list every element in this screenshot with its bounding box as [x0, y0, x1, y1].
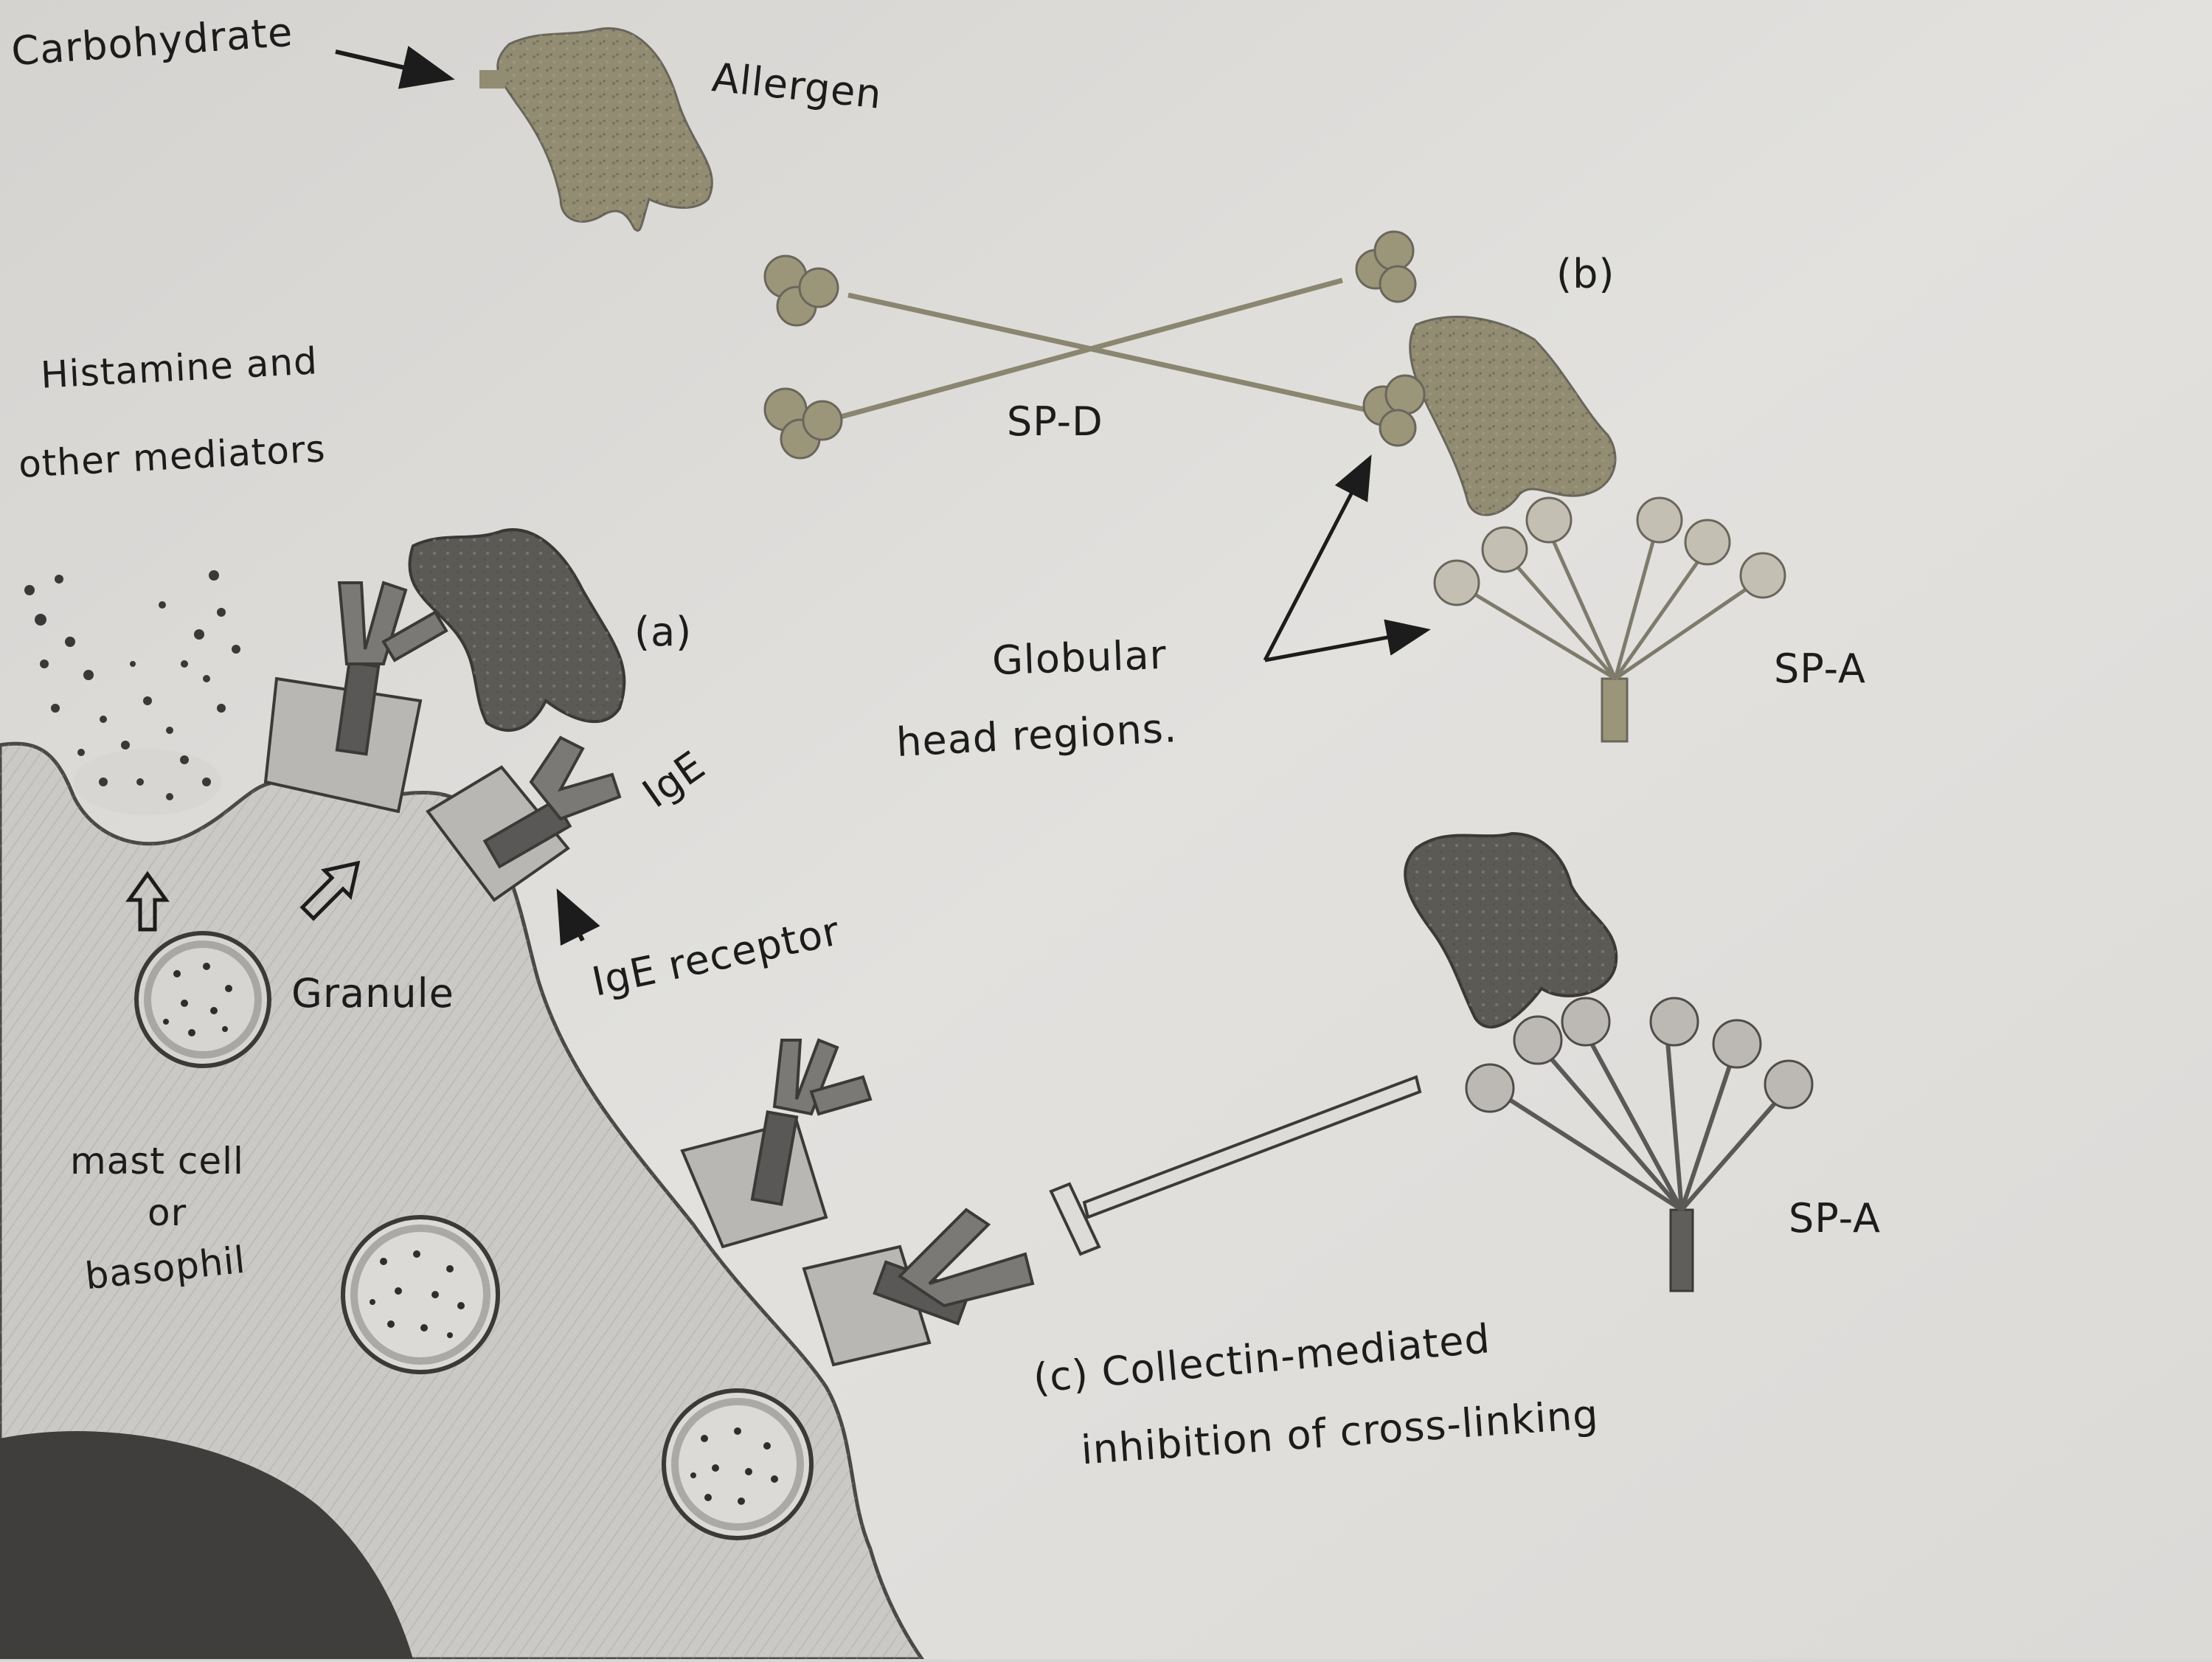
carbohydrate-arrow: [335, 46, 455, 89]
inhibition-shaft: [1082, 1075, 1422, 1219]
ige-receptor: [802, 1208, 1035, 1367]
ige-receptor: [263, 581, 448, 814]
sp-a-heads: [1465, 997, 1814, 1113]
diagonal-arrow-icon: [299, 860, 361, 921]
label-sp-d: SP-D: [1007, 398, 1103, 445]
exocytosis-arrows: [125, 860, 361, 932]
sp-a-stalk: [1669, 1208, 1694, 1292]
granules: [134, 931, 814, 1540]
ige-antibody: [897, 1208, 1035, 1308]
sp-a-bottom-molecule: [1465, 997, 1814, 1292]
allergen-b: [1409, 316, 1617, 516]
sp-a-stalk: [1601, 677, 1629, 743]
label-mast-line1: mast cell: [70, 1140, 244, 1183]
label-sp-a-top: SP-A: [1774, 645, 1866, 692]
allergen-a-texture: [409, 530, 625, 730]
granule: [662, 1388, 814, 1540]
ige-receptor-arrow: [556, 888, 600, 946]
label-mast-line2: or: [148, 1191, 187, 1234]
ige-receptor: [680, 1038, 873, 1249]
ige-receptor: [426, 735, 622, 902]
label-globular-line1: Globular: [991, 631, 1168, 685]
ige-antibody: [529, 735, 622, 821]
inhibition-head: [1049, 1182, 1101, 1256]
sp-a-arms: [1466, 530, 1757, 681]
label-granule: Granule: [291, 970, 454, 1017]
sp-d-arm: [840, 277, 1343, 420]
label-sp-a-bottom: SP-A: [1789, 1195, 1881, 1242]
up-arrow-icon: [125, 870, 170, 932]
released-mediators: [24, 570, 240, 815]
allergen-c: [1404, 831, 1618, 1029]
sp-a-arms: [1496, 1031, 1787, 1212]
allergen-top: [479, 27, 713, 232]
nucleus: [0, 1431, 413, 1659]
label-a: (a): [634, 609, 693, 655]
ige-receptors: [263, 581, 1035, 1367]
sp-a-top-molecule: [1433, 496, 1786, 743]
sp-d-heads: [763, 230, 1426, 460]
sp-d-molecule: [763, 230, 1426, 460]
carbohydrate-tag: [479, 70, 505, 89]
degranulation-pocket: [74, 749, 221, 815]
granule: [341, 1215, 500, 1374]
globular-arrows: [1263, 454, 1431, 662]
sp-a-heads: [1433, 496, 1786, 606]
inhibition-bar: [1049, 1075, 1422, 1256]
granule: [134, 931, 271, 1068]
allergen-texture: [497, 28, 713, 231]
label-b: (b): [1556, 251, 1615, 297]
label-arrows: [335, 46, 600, 946]
sp-d-arm: [847, 292, 1365, 412]
